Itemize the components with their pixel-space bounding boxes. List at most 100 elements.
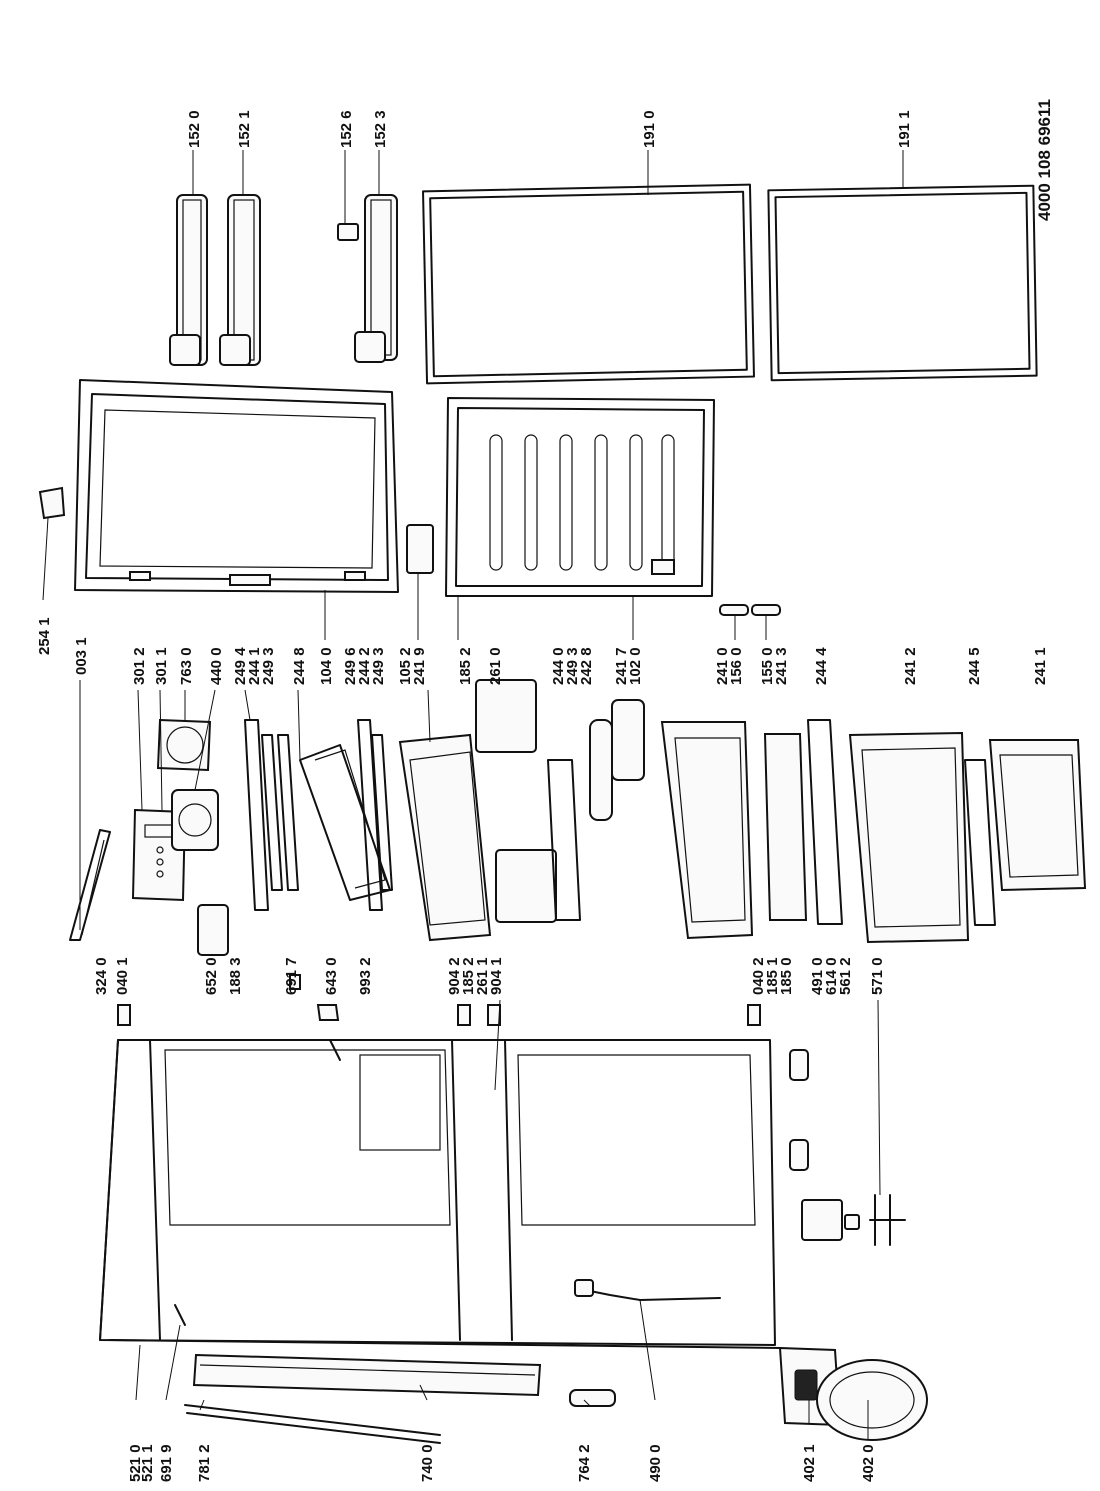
label-185-2-b: 185 2 (460, 957, 477, 995)
label-244-4: 244 4 (813, 647, 830, 685)
small-part-691-9 (174, 1304, 186, 1326)
label-242-8: 242 8 (578, 647, 595, 685)
label-241-0: 241 0 (714, 647, 731, 685)
label-301-1: 301 1 (153, 647, 170, 685)
document-number: 4000 108 69611 (1035, 99, 1054, 221)
label-156-0: 156 0 (728, 647, 745, 685)
label-521-1: 521 1 (139, 1444, 156, 1482)
glass-shelf-244-0 (547, 759, 581, 921)
label-652-0: 652 0 (203, 957, 220, 995)
door-gasket-191-0 (422, 183, 755, 385)
label-244-0: 244 0 (550, 647, 567, 685)
label-152-1: 152 1 (236, 110, 253, 148)
label-249-3-a: 249 3 (260, 647, 277, 685)
label-261-1: 261 1 (474, 957, 491, 995)
shelf-clip-152-6 (337, 223, 359, 241)
label-993-2: 993 2 (357, 957, 374, 995)
label-244-5: 244 5 (966, 647, 983, 685)
door-shelf-152-0 (169, 194, 208, 366)
sensor-parts (289, 974, 341, 1061)
label-241-3: 241 3 (773, 647, 790, 685)
label-440-0: 440 0 (208, 647, 225, 685)
crisper-241-9 (398, 733, 492, 942)
label-491-0: 491 0 (809, 957, 826, 995)
label-261-0: 261 0 (487, 647, 504, 685)
label-241-2: 241 2 (902, 647, 919, 685)
label-691-7: 691 7 (283, 957, 300, 995)
label-643-0: 643 0 (323, 957, 340, 995)
door-gasket-191-1 (767, 184, 1038, 382)
label-301-2: 301 2 (131, 647, 148, 685)
label-152-6: 152 6 (338, 110, 355, 148)
label-155-0: 155 0 (759, 647, 776, 685)
label-191-1: 191 1 (896, 110, 913, 148)
power-cord-490-0 (574, 1279, 721, 1301)
label-561-2: 561 2 (837, 957, 854, 995)
fan-motor-763-0 (156, 718, 212, 772)
brackets-040 (117, 1004, 761, 1026)
hinges-185 (789, 1049, 809, 1171)
drawer-241-2 (848, 731, 970, 944)
module-652-0 (197, 904, 229, 956)
drawer-241-0 (660, 721, 754, 940)
label-244-8: 244 8 (291, 647, 308, 685)
label-185-0: 185 0 (778, 957, 795, 995)
top-cover-003-1 (69, 829, 111, 941)
tube-781-2 (184, 1404, 441, 1444)
label-104-0: 104 0 (318, 647, 335, 685)
label-185-2-a: 185 2 (457, 647, 474, 685)
label-490-0: 490 0 (647, 1444, 664, 1482)
label-241-1: 241 1 (1032, 647, 1049, 685)
label-040-2: 040 2 (750, 957, 767, 995)
cabinet-body (99, 1039, 781, 1349)
label-152-0: 152 0 (186, 110, 203, 148)
label-904-1: 904 1 (488, 957, 505, 995)
label-764-2: 764 2 (576, 1444, 593, 1482)
hinge-105-2 (406, 524, 434, 574)
glass-shelf-upper-set (244, 719, 393, 911)
label-402-1: 402 1 (801, 1444, 818, 1482)
label-571-0: 571 0 (869, 957, 886, 995)
glass-244-4 (807, 719, 843, 925)
condenser-740-0 (192, 1353, 542, 1397)
label-249-6: 249 6 (342, 647, 359, 685)
label-740-0: 740 0 (419, 1444, 436, 1482)
label-244-1: 244 1 (246, 647, 263, 685)
label-241-9: 241 9 (411, 647, 428, 685)
relay-614-0-561-2 (844, 1214, 860, 1230)
bracket-571-0 (869, 1194, 906, 1246)
label-191-0: 191 0 (641, 110, 658, 148)
cover-261-1 (495, 849, 557, 923)
label-904-2: 904 2 (446, 957, 463, 995)
hinge-parts-156-0-155-0 (719, 604, 781, 616)
cover-261-0 (475, 679, 537, 753)
label-241-7: 241 7 (613, 647, 630, 685)
label-254-1: 254 1 (36, 617, 53, 655)
handle-part-254-1 (38, 486, 66, 520)
label-244-2: 244 2 (356, 647, 373, 685)
door-shelf-152-3 (354, 194, 398, 363)
label-249-4: 249 4 (232, 647, 249, 685)
electrical-box-491-0 (801, 1199, 843, 1241)
door-104-0 (74, 379, 399, 593)
door-shelf-152-1 (219, 194, 261, 366)
fan-440-0 (171, 789, 219, 851)
label-152-3: 152 3 (372, 110, 389, 148)
label-691-9: 691 9 (158, 1444, 175, 1482)
compressor-402-0 (816, 1359, 928, 1441)
leader-lines (42, 150, 904, 930)
tray-242-8-241-7 (589, 699, 645, 821)
label-521-0: 521 0 (127, 1444, 144, 1482)
label-249-3-c: 249 3 (564, 647, 581, 685)
label-003-1: 003 1 (73, 637, 90, 675)
label-402-0: 402 0 (860, 1444, 877, 1482)
label-614-0: 614 0 (823, 957, 840, 995)
label-324-0: 324 0 (93, 957, 110, 995)
door-102-0 (445, 397, 715, 597)
label-763-0: 763 0 (178, 647, 195, 685)
bottom-leader-lines (135, 999, 881, 1440)
label-040-1: 040 1 (114, 957, 131, 995)
drawer-241-3 (763, 733, 808, 921)
filter-764-2 (569, 1389, 616, 1407)
